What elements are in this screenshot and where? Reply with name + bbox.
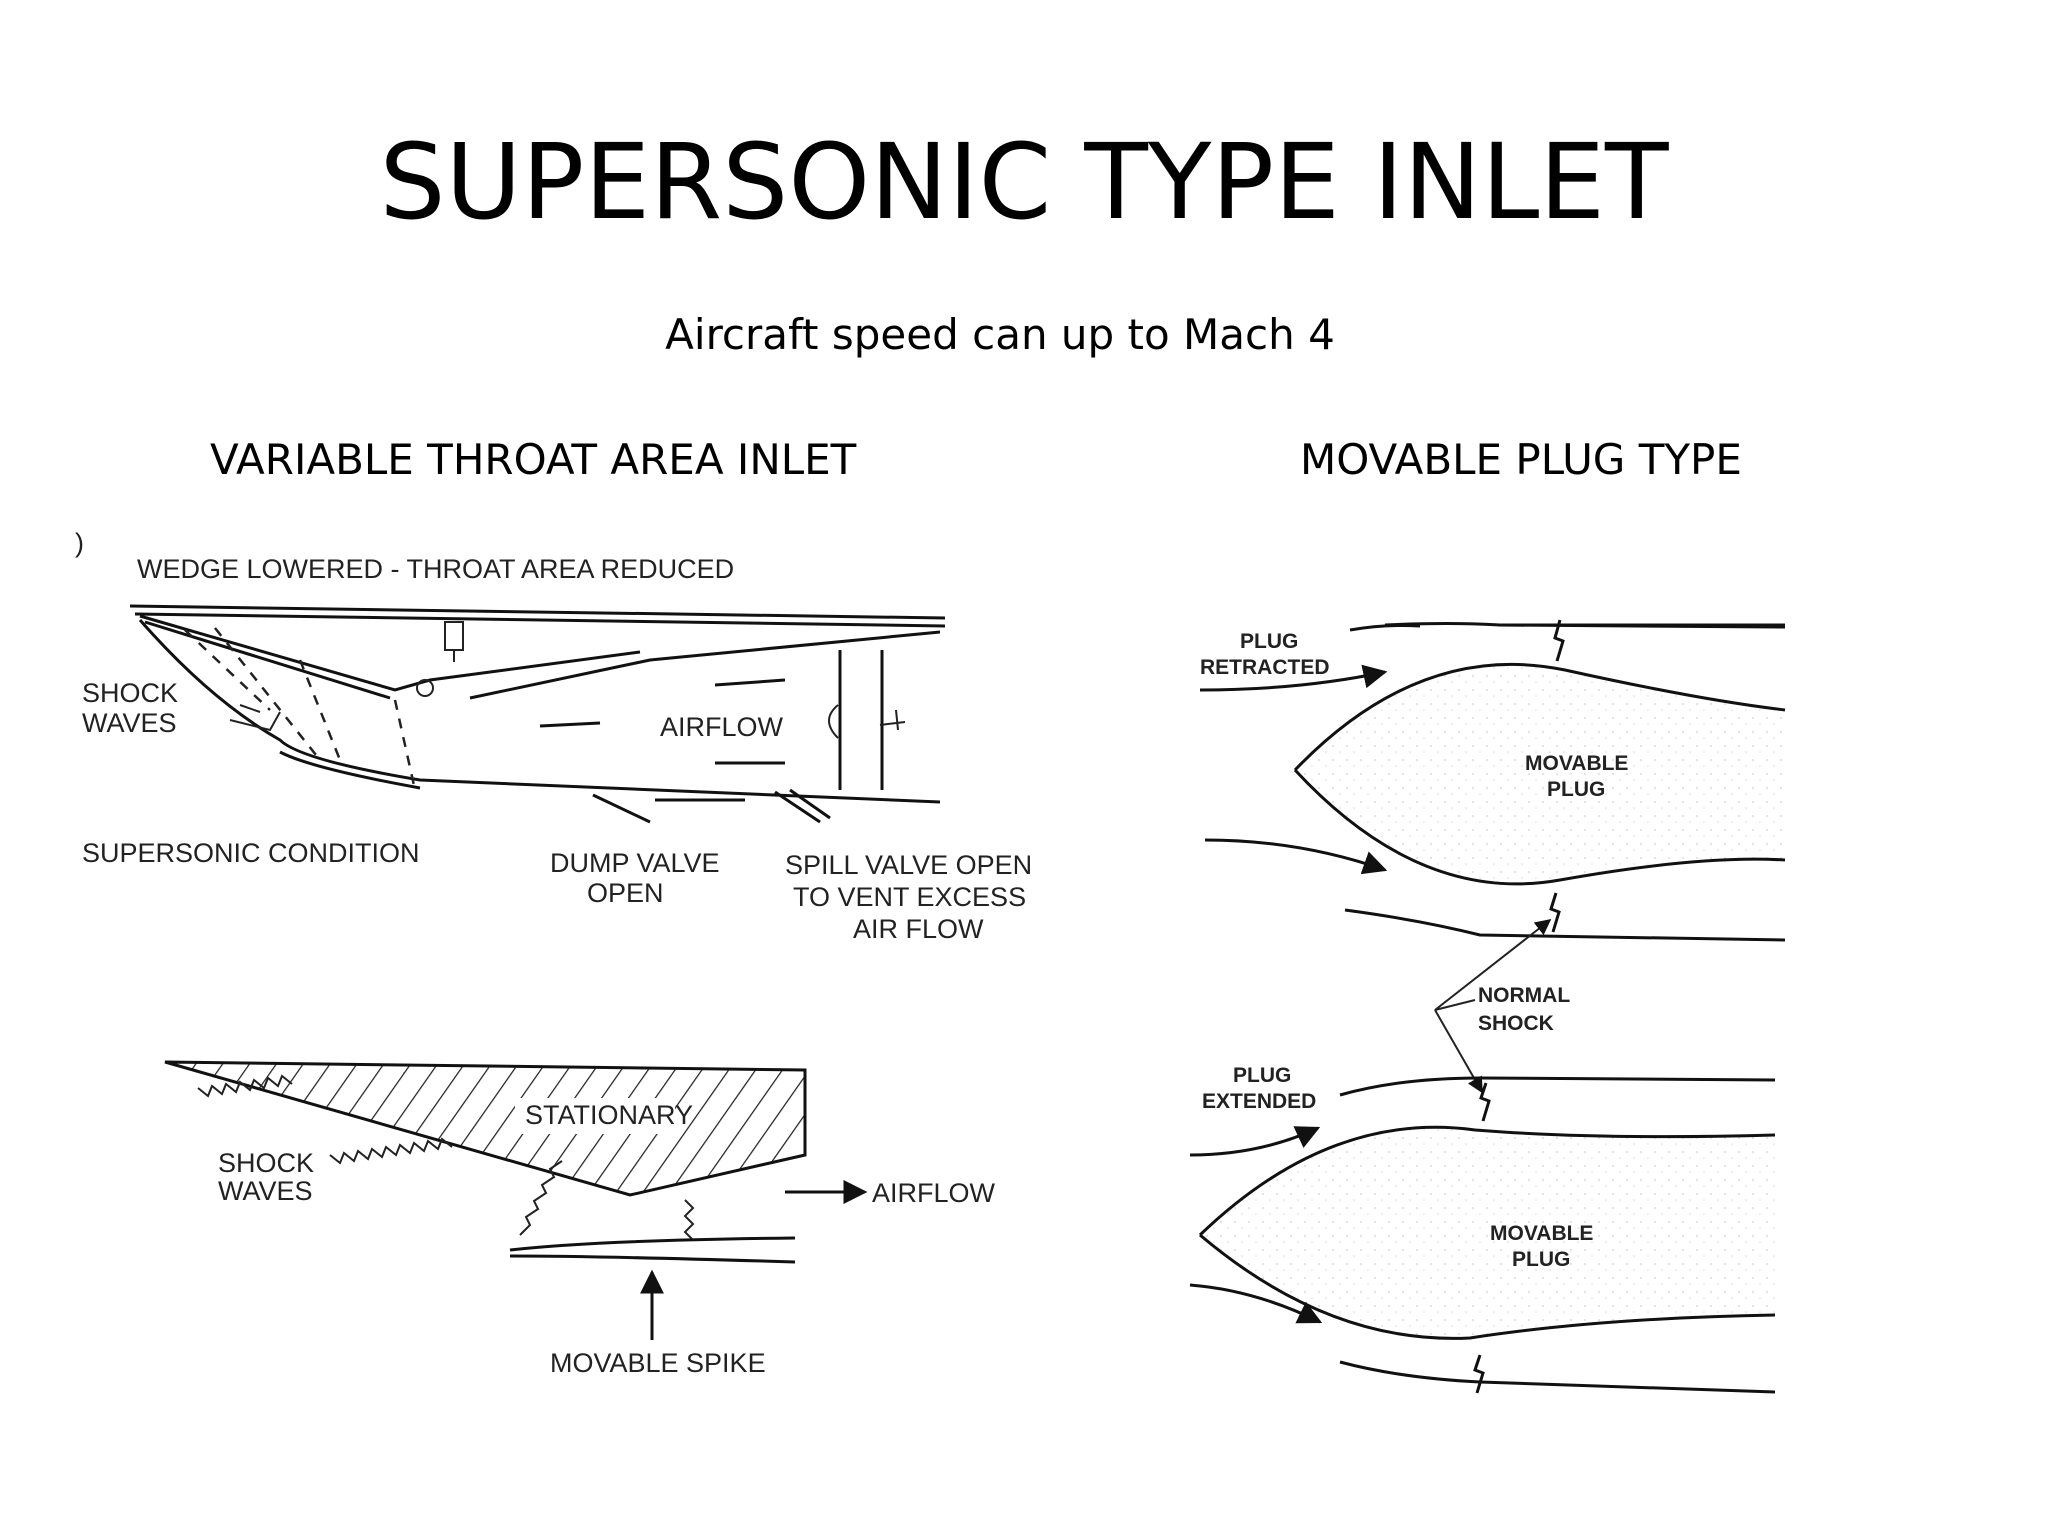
- wedge-lowered-label: WEDGE LOWERED - THROAT AREA REDUCED: [137, 554, 734, 584]
- movable-plug-lower-line2: PLUG: [1512, 1248, 1570, 1271]
- wedge-ramp-lower: [144, 620, 391, 700]
- shock-waves-bottom-line1: SHOCK: [218, 1148, 314, 1178]
- stationary-wedge: [164, 1060, 807, 1197]
- upper-duct-wall: [129, 604, 946, 620]
- plug-extended-line1: PLUG: [1233, 1064, 1291, 1087]
- retracted-plug-top: [1293, 662, 1786, 772]
- shock-waves-label-line2: WAVES: [82, 708, 177, 738]
- shock-wave-4: [393, 699, 417, 791]
- movable-plug-upper-line2: PLUG: [1547, 778, 1605, 801]
- airflow-label-bottom: AIRFLOW: [872, 1178, 996, 1208]
- movable-plug-figure: PLUG RETRACTED MOVABLE PLUG NORMAL SHOCK…: [1189, 619, 1786, 1394]
- normal-shock-top: [1553, 619, 1565, 662]
- left-section-heading: VARIABLE THROAT AREA INLET: [210, 435, 857, 484]
- stationary-label: STATIONARY: [525, 1100, 693, 1130]
- shock-zigzag-4: [683, 1199, 695, 1241]
- dump-valve-label-line1: DUMP VALVE: [550, 848, 720, 878]
- shock-zigzag-1: [197, 1074, 293, 1098]
- cowl-lip-lower: [509, 1254, 796, 1264]
- plug-retracted-line2: RETRACTED: [1200, 656, 1330, 679]
- dump-valve-label-line2: OPEN: [587, 878, 664, 908]
- movable-spike-figure: STATIONARY AIRFLOW SHOCK WAVES MOVABLE S…: [164, 1060, 996, 1378]
- extended-outer-wall-bottom: [1339, 1360, 1776, 1394]
- spill-valve-label-line3: AIR FLOW: [853, 914, 984, 944]
- shock-zigzag-3: [519, 1160, 563, 1236]
- extended-plug-top: [1198, 1125, 1776, 1237]
- wedge-ramp-aft: [469, 630, 941, 700]
- shock-waves-bottom-line2: WAVES: [218, 1176, 313, 1206]
- wedge-actuator: [444, 621, 464, 651]
- wedge-ramp: [139, 614, 641, 692]
- dump-valve-flap: [592, 793, 651, 824]
- extended-plug-bottom: [1199, 1233, 1776, 1340]
- shock-waves-label-line1: SHOCK: [82, 678, 178, 708]
- slide-subtitle: Aircraft speed can up to Mach 4: [665, 310, 1335, 359]
- lower-cowl: [138, 619, 941, 804]
- movable-plug-lower-line1: MOVABLE: [1490, 1222, 1593, 1245]
- spill-valve-label-line1: SPILL VALVE OPEN: [785, 850, 1032, 880]
- airflow-label: AIRFLOW: [660, 712, 784, 742]
- movable-plug-upper-line1: MOVABLE: [1525, 752, 1628, 775]
- retracted-outer-wall-bottom: [1344, 908, 1786, 942]
- normal-shock-line1: NORMAL: [1478, 984, 1570, 1007]
- shock-zigzag-2: [329, 1137, 453, 1165]
- movable-spike-label: MOVABLE SPIKE: [550, 1348, 766, 1378]
- corner-mark: ): [75, 528, 84, 558]
- upper-duct-wall-inner: [134, 612, 946, 628]
- plug-retracted-line1: PLUG: [1240, 630, 1298, 653]
- plug-extended-line2: EXTENDED: [1202, 1090, 1316, 1113]
- shock-wave-2: [214, 627, 321, 761]
- cowl-lip-upper: [509, 1236, 796, 1252]
- retracted-plug-bottom: [1293, 768, 1786, 886]
- right-section-heading: MOVABLE PLUG TYPE: [1300, 435, 1742, 484]
- slide-title: SUPERSONIC TYPE INLET: [379, 121, 1669, 243]
- normal-shock-mid: [1549, 892, 1561, 933]
- variable-throat-top-figure: ) WEDGE LOWERED - THROAT AREA REDUCED: [75, 528, 1032, 944]
- supersonic-condition-label: SUPERSONIC CONDITION: [82, 838, 420, 868]
- normal-shock-line2: SHOCK: [1478, 1012, 1554, 1035]
- extended-outer-wall-top: [1339, 1076, 1776, 1097]
- normal-shock-lower-top: [1479, 1082, 1491, 1122]
- shock-wave-1: [184, 629, 271, 711]
- normal-shock-lower-bottom: [1473, 1354, 1485, 1394]
- spill-valve-label-line2: TO VENT EXCESS: [793, 882, 1026, 912]
- spill-valve-flap: [774, 790, 821, 824]
